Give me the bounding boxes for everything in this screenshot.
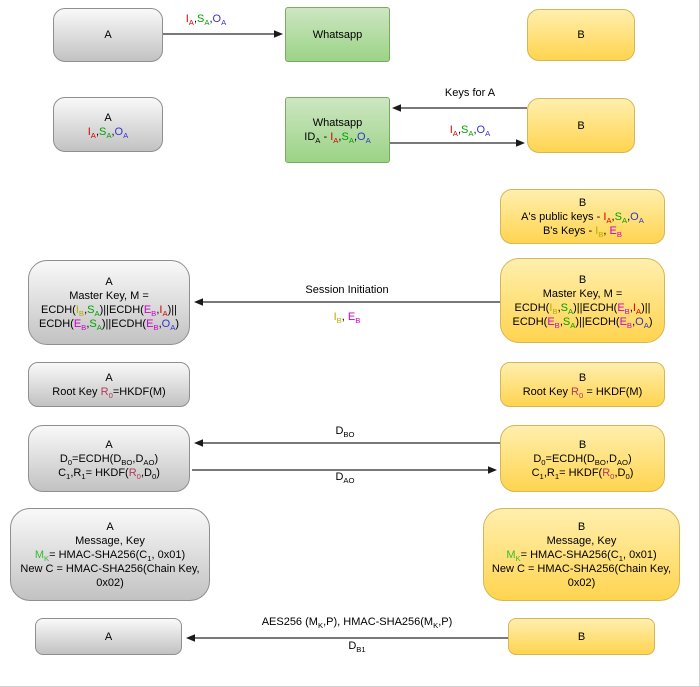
edge-label-a-keys-mid: IA,SA,OA <box>449 124 491 139</box>
node-text-line: B <box>578 196 587 209</box>
node-text-line: ECDH(IB,SA)||ECDH(EB,IA)|| <box>41 303 177 318</box>
node-text-line: IA,SA,OA <box>87 125 129 140</box>
arrowhead-right-icon <box>488 466 497 474</box>
node-text-line: A <box>106 520 114 533</box>
arrowhead-left-icon <box>194 439 203 447</box>
node-text-line: D0=ECDH(DBO,DAO) <box>59 452 159 467</box>
node-text-line: B <box>577 630 586 643</box>
node-text-line: IDA - IA,SA,OA <box>304 131 371 146</box>
node-text-line: D0=ECDH(DBO,DAO) <box>533 452 632 467</box>
connector-session-initiation[interactable] <box>194 298 500 306</box>
node-text-line: MK= HMAC-SHA256(C1, 0x01) <box>506 548 657 563</box>
node-text-line: B <box>578 273 587 286</box>
node-text-line: Master Key, M = <box>542 287 623 300</box>
connector-a-to-whatsapp-keys[interactable] <box>163 30 283 38</box>
edge-label-dbo: DBO <box>335 425 355 440</box>
node-text-line: A <box>105 438 113 451</box>
node-text-line: B <box>577 29 585 41</box>
node-text-line: C1,R1= HKDF(R0,D0) <box>531 466 634 481</box>
diagram-node-a1[interactable]: A <box>53 8 163 62</box>
node-text-line: Master Key, M = <box>69 289 149 302</box>
node-text-line: A <box>104 630 113 643</box>
diagram-node-a-final[interactable]: A <box>35 618 182 655</box>
connector-keys-for-a[interactable] <box>392 104 527 112</box>
node-text-line: ECDH(EB,SA)||ECDH(EB,OA) <box>38 317 179 332</box>
connector-whatsapp-to-b-keys[interactable] <box>390 139 525 147</box>
node-text-line: B's Keys - IB, EB <box>542 224 623 239</box>
node-text-line: Message, Key <box>546 534 617 547</box>
arrowhead-left-icon <box>194 298 203 306</box>
diagram-node-b2[interactable]: B <box>527 98 635 153</box>
node-text-line: A <box>105 371 113 384</box>
edge-label-a-keys-top: IA,SA,OA <box>185 13 227 28</box>
edge-label-session-initiation: Session Initiation <box>305 284 389 296</box>
diagram-node-b-final[interactable]: B <box>508 618 655 655</box>
diagram-node-b1[interactable]: B <box>527 9 635 61</box>
edge-label-dao: DAO <box>335 471 355 486</box>
edge-label-ib-eb: IB, EB <box>333 311 361 326</box>
node-text-line: Whatsapp <box>312 28 363 41</box>
connector-encrypted-message[interactable] <box>186 634 508 642</box>
arrowhead-left-icon <box>392 104 401 112</box>
node-text-line: B <box>577 119 585 132</box>
node-text-line: Root Key R0=HKDF(M) <box>52 385 166 400</box>
node-text-line: Message, Key <box>75 534 145 547</box>
node-text-line: 0x02) <box>96 576 124 589</box>
edge-label-keys-for-a: Keys for A <box>444 87 496 99</box>
node-text-line: C1,R1= HKDF(R0,D0) <box>58 466 160 481</box>
connector-dbo[interactable] <box>194 439 500 447</box>
node-text-line: A <box>105 275 113 288</box>
node-text-line: MK= HMAC-SHA256(C1, 0x01) <box>34 548 186 563</box>
arrowhead-right-icon <box>274 30 283 38</box>
node-text-line: A's public keys - IA,SA,OA <box>521 210 644 225</box>
node-text-line: B <box>577 520 586 533</box>
node-text-line: A <box>104 111 112 124</box>
arrowhead-left-icon <box>186 634 195 642</box>
diagram-node-whatsapp1[interactable]: Whatsapp <box>285 7 390 62</box>
node-text-line: Root Key R0 = HKDF(M) <box>522 385 643 400</box>
node-text-line: A <box>104 29 112 41</box>
node-text-line: New C = HMAC-SHA256(Chain Key, <box>491 562 672 575</box>
node-text-line: B <box>578 438 587 451</box>
edge-label-db1: DB1 <box>348 640 366 655</box>
node-text-line: 0x02) <box>567 576 596 589</box>
node-text-line: Whatsapp <box>312 117 363 129</box>
edge-label-aes-hmac: AES256 (MK,P), HMAC-SHA256(MK,P) <box>261 616 453 631</box>
node-text-line: ECDH(IB,SA)||ECDH(EB,IA)|| <box>514 301 651 316</box>
arrowhead-right-icon <box>516 139 525 147</box>
node-text-line: ECDH(EB,SA)||ECDH(EB,OA) <box>512 315 653 330</box>
node-text-line: New C = HMAC-SHA256(Chain Key, <box>20 562 200 575</box>
node-text-line: B <box>578 371 587 384</box>
connector-dao[interactable] <box>192 466 497 474</box>
